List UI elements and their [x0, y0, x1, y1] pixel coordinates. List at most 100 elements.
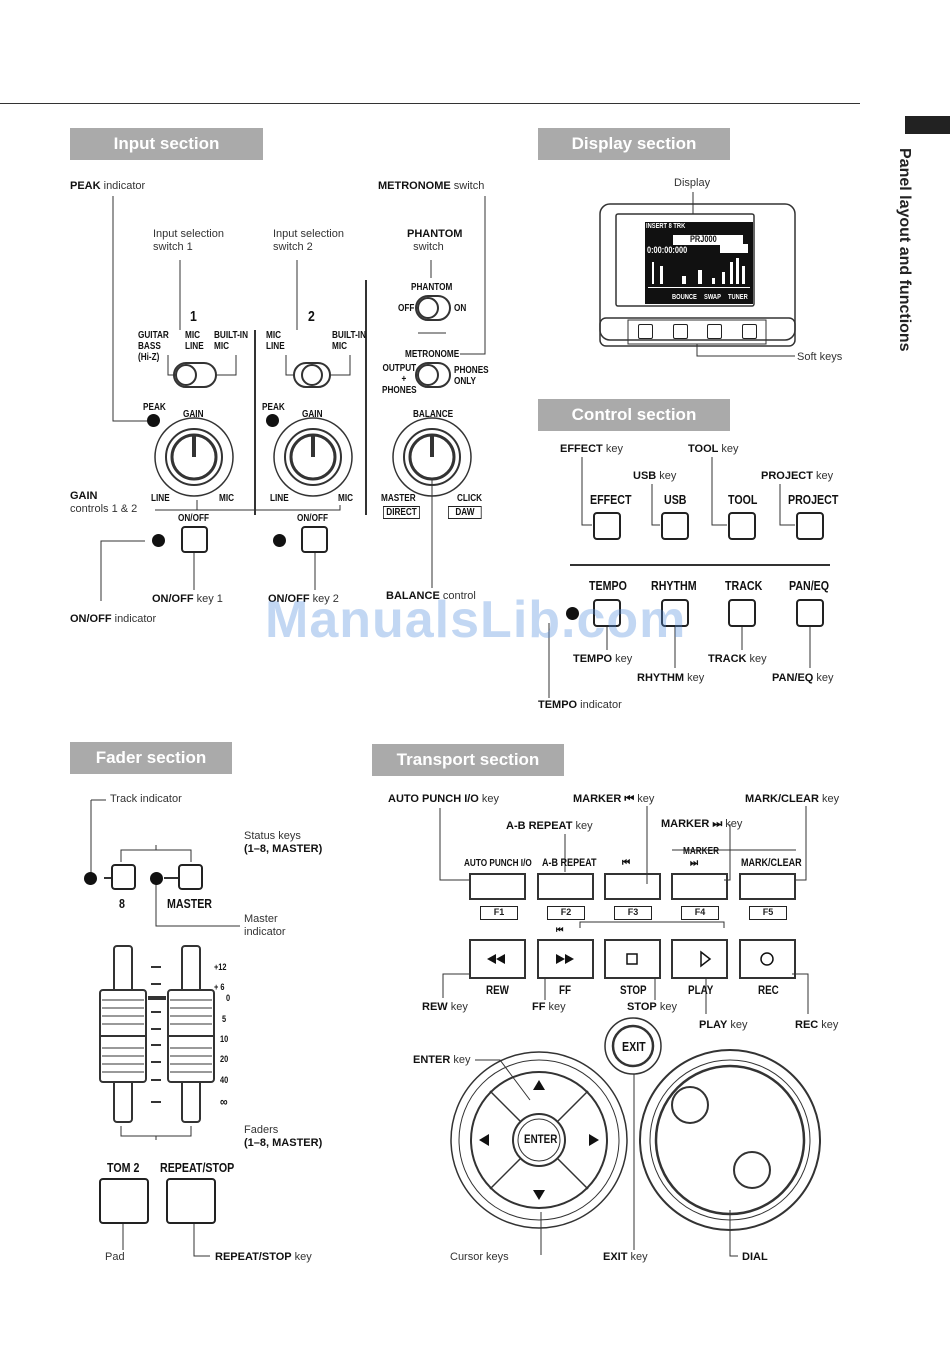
pad-label: Pad: [105, 1251, 125, 1263]
fader-8[interactable]: [100, 946, 146, 1122]
soft-key-2[interactable]: [673, 324, 688, 339]
onoff-key-2-label: ON/OFF key 2: [268, 593, 339, 605]
output-phones-label: OUTPUT +PHONES: [382, 363, 417, 396]
tempo-indicator: [566, 607, 579, 620]
enter-key-label: ENTER key: [413, 1054, 471, 1066]
ab-repeat-key[interactable]: [538, 874, 593, 899]
tool-key[interactable]: [728, 512, 756, 540]
track-key[interactable]: [728, 599, 756, 627]
pad-tom2[interactable]: [99, 1178, 149, 1224]
stop-key-label: STOP key: [627, 1001, 677, 1013]
line-label-2: LINE: [270, 493, 289, 504]
mark-clear-key[interactable]: [740, 874, 795, 899]
stop-key[interactable]: [605, 940, 660, 978]
balance-control-label: BALANCE control: [386, 590, 476, 602]
status-key-8[interactable]: [111, 864, 136, 890]
status-key-master-label: MASTER: [167, 896, 213, 911]
scale-10: 10: [220, 1034, 229, 1044]
marker-prev-key[interactable]: [605, 874, 660, 899]
cursor-left-key[interactable]: [474, 1120, 504, 1158]
project-key-label: PROJECT key: [761, 470, 834, 482]
onoff-key-2[interactable]: [301, 526, 328, 553]
cursor-down-key[interactable]: [520, 1174, 558, 1204]
rhythm-key-label: RHYTHM key: [637, 672, 705, 684]
usb-panel-label: USB: [664, 492, 687, 507]
f3-label: F3: [614, 906, 652, 920]
rew-key[interactable]: [470, 940, 525, 978]
tempo-key[interactable]: [593, 599, 621, 627]
rhythm-key[interactable]: [661, 599, 689, 627]
locate-start-glyph: ⏮: [556, 925, 564, 936]
track-indicator: [84, 872, 97, 885]
scale-5: 5: [222, 1014, 227, 1024]
dial[interactable]: [640, 1050, 820, 1230]
tool-panel-label: TOOL: [728, 492, 758, 507]
usb-key[interactable]: [661, 512, 689, 540]
master-indicator: [150, 872, 163, 885]
play-key[interactable]: [672, 940, 727, 978]
ff-key[interactable]: [538, 940, 593, 978]
line-label-1: LINE: [151, 493, 170, 504]
scale-infinity: ∞: [220, 1094, 228, 1109]
master-panel-label: MASTER: [381, 493, 416, 504]
onoff-key-1[interactable]: [181, 526, 208, 553]
status-key-master[interactable]: [178, 864, 203, 890]
metronome-panel-label: METRONOME: [405, 349, 460, 360]
marker-next-key-label: MARKER ⏭ key: [661, 818, 743, 830]
onoff-panel-label-1: ON/OFF: [178, 513, 209, 524]
track-key-label: TRACK key: [708, 653, 767, 665]
control-section-header: Control section: [538, 399, 730, 431]
balance-panel-label: BALANCE: [413, 409, 454, 420]
cursor-up-key[interactable]: [520, 1076, 558, 1106]
rec-key[interactable]: [740, 940, 795, 978]
soft-key-4[interactable]: [742, 324, 757, 339]
auto-punch-key-label: AUTO PUNCH I/O key: [388, 793, 500, 805]
gain-panel-label-1: GAIN: [183, 409, 204, 420]
tempo-panel-label: TEMPO: [589, 578, 627, 593]
paneq-key[interactable]: [796, 599, 824, 627]
cursor-keys-label: Cursor keys: [450, 1251, 509, 1263]
fader-master[interactable]: [168, 946, 214, 1122]
effect-key-label: EFFECT key: [560, 443, 623, 455]
dial-label: DIAL: [742, 1251, 768, 1263]
faders-label: Faders(1–8, MASTER): [244, 1124, 323, 1149]
screen-project-text: PRJ000: [690, 234, 717, 244]
track-panel-label: TRACK: [725, 578, 763, 593]
cursor-right-key[interactable]: [574, 1120, 604, 1158]
prev-marker-glyph: ⏮: [622, 857, 631, 869]
ab-repeat-key-label: A-B REPEAT key: [506, 820, 593, 832]
track-indicator-label: Track indicator: [110, 793, 182, 805]
soft-key-3[interactable]: [707, 324, 722, 339]
repeat-stop-key[interactable]: [166, 1178, 216, 1224]
daw-label: DAW: [448, 506, 482, 519]
screen-time-text: 0:00:00:000: [647, 245, 688, 255]
transport-section-header: Transport section: [372, 744, 564, 776]
soft-keys-label: Soft keys: [797, 351, 843, 363]
auto-punch-key[interactable]: [470, 874, 525, 899]
phantom-panel-label: PHANTOM: [411, 282, 453, 293]
effect-panel-label: EFFECT: [590, 492, 632, 507]
next-marker-glyph: ⏭: [690, 857, 699, 869]
marker-next-key[interactable]: [672, 874, 727, 899]
display-section-header: Display section: [538, 128, 730, 160]
repeat-stop-panel-label: REPEAT/STOP: [160, 1160, 235, 1175]
play-key-label: PLAY key: [699, 1019, 748, 1031]
repeat-stop-key-label: REPEAT/STOP key: [215, 1251, 312, 1263]
onoff-key-1-label: ON/OFF key 1: [152, 593, 223, 605]
metronome-switch-label: METRONOME switch: [378, 180, 485, 192]
project-key[interactable]: [796, 512, 824, 540]
soft-key-1[interactable]: [638, 324, 653, 339]
rec-panel-label: REC: [758, 983, 779, 997]
effect-key[interactable]: [593, 512, 621, 540]
paneq-panel-label: PAN/EQ: [789, 578, 830, 593]
onoff-indicator-label: ON/OFF indicator: [70, 613, 157, 625]
ff-panel-label: FF: [559, 983, 572, 997]
side-title: Panel layout and functions: [896, 148, 913, 352]
mic-label-1: MIC: [219, 493, 235, 504]
